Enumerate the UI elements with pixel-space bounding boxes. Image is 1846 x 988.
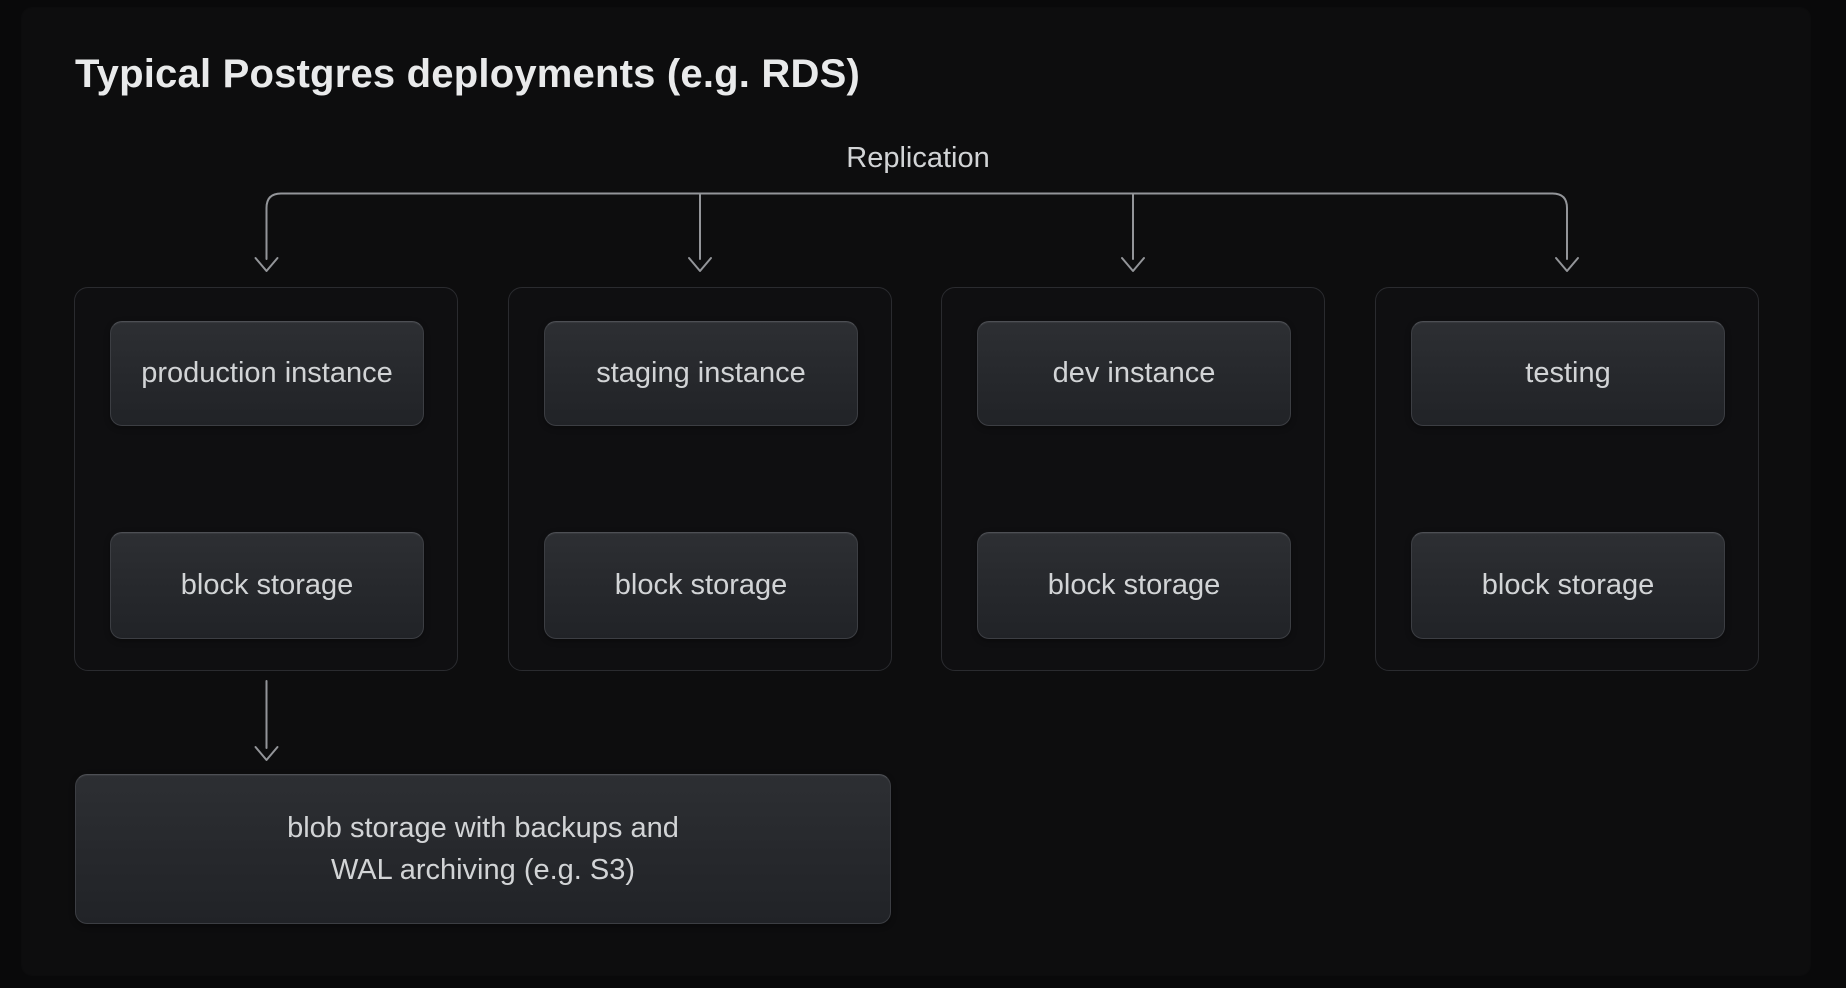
instance-node-label: testing — [1525, 357, 1611, 389]
deployment-group-testing: testing block storage — [1375, 287, 1759, 671]
page-title: Typical Postgres deployments (e.g. RDS) — [75, 52, 861, 96]
instance-node: dev instance — [977, 321, 1291, 426]
instance-node: staging instance — [544, 321, 858, 426]
blob-storage-label-line2: WAL archiving (e.g. S3) — [330, 854, 636, 886]
blob-storage-label-line1: blob storage with backups and — [287, 812, 679, 844]
instance-node: production instance — [110, 321, 424, 426]
storage-node-label: block storage — [614, 569, 788, 601]
deployment-group-staging: staging instance block storage — [508, 287, 892, 671]
blob-storage-node: blob storage with backups and WAL archiv… — [75, 774, 891, 924]
block-storage-node: block storage — [1411, 532, 1725, 639]
instance-node-label: production instance — [141, 357, 393, 389]
storage-node-label: block storage — [180, 569, 354, 601]
instance-node-label: staging instance — [596, 357, 806, 389]
block-storage-node: block storage — [544, 532, 858, 639]
instance-node: testing — [1411, 321, 1725, 426]
replication-label: Replication — [846, 142, 990, 174]
block-storage-node: block storage — [977, 532, 1291, 639]
deployment-group-dev: dev instance block storage — [941, 287, 1325, 671]
instance-node-label: dev instance — [1052, 357, 1216, 389]
block-storage-node: block storage — [110, 532, 424, 639]
storage-node-label: block storage — [1047, 569, 1221, 601]
storage-node-label: block storage — [1481, 569, 1655, 601]
deployment-group-production: production instance block storage — [74, 287, 458, 671]
